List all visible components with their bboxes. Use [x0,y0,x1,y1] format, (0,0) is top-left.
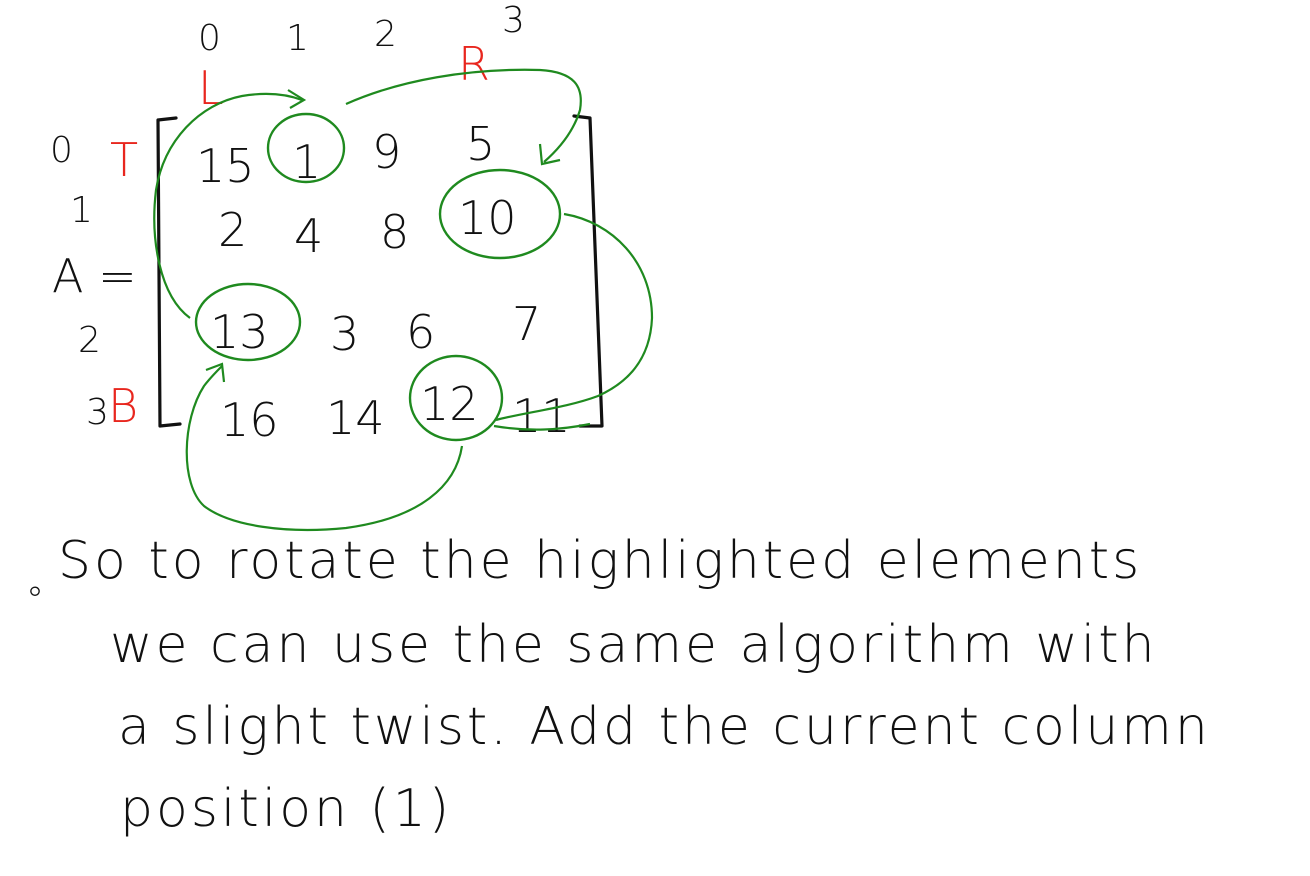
column-index-3: 3 [502,0,525,41]
column-index-2: 2 [374,14,397,55]
right-pointer-label: R [458,37,490,91]
column-index-0: 0 [198,18,221,59]
matrix-cell-2-0: 13 [210,305,269,359]
rotation-arrow-1-to-10 [345,68,582,163]
top-pointer-label: T [110,133,138,187]
note-line-4: position (1) [120,779,452,839]
matrix-cell-1-2: 8 [380,205,409,259]
matrix-left-bracket [156,116,182,428]
rotation-arrow-12-to-13 [185,365,464,532]
matrix-right-bracket [572,114,604,428]
matrix-cell-0-0: 15 [196,139,255,193]
row-index-3: 3 [86,392,109,433]
row-index-2: 2 [78,320,101,361]
highlight-circle-12 [408,354,504,442]
matrix-cell-3-1: 14 [326,391,385,445]
matrix-cell-1-3: 10 [458,191,517,245]
note-line-3: a slight twist. Add the current column [118,697,1211,757]
matrix-cell-0-3: 5 [466,117,495,171]
matrix-cell-3-0: 16 [220,393,279,447]
bottom-pointer-label: B [108,379,138,433]
arrow-head-13-to-1 [287,89,307,109]
rotation-arrow-tail [493,422,591,431]
matrix-cell-1-1: 4 [294,209,323,263]
note-line-2: we can use the same algorithm with [110,615,1158,675]
left-pointer-label: L [198,61,224,115]
matrix-cell-3-3: 11 [512,389,571,443]
arrow-head-12-to-13 [205,362,226,383]
rotation-arrow-13-to-1 [153,92,303,319]
matrix-cell-2-1: 3 [330,307,359,361]
rotation-arrow-10-to-12 [495,212,654,422]
row-index-0: 0 [50,130,73,171]
note-bullet: ° [26,580,44,621]
note-line-1: So to rotate the highlighted elements [58,531,1142,591]
highlight-circle-10 [438,168,562,260]
arrow-head-1-to-10 [538,143,561,166]
matrix-cell-2-2: 6 [406,305,435,359]
highlight-circle-13 [194,282,302,362]
row-index-1: 1 [70,190,93,231]
matrix-cell-0-2: 9 [372,125,401,179]
matrix-cell-2-3: 7 [512,297,541,351]
matrix-cell-1-0: 2 [218,203,247,257]
column-index-1: 1 [286,18,309,59]
highlight-circle-1 [266,112,346,184]
matrix-label: A = [52,249,137,303]
matrix-cell-3-2: 12 [420,377,479,431]
